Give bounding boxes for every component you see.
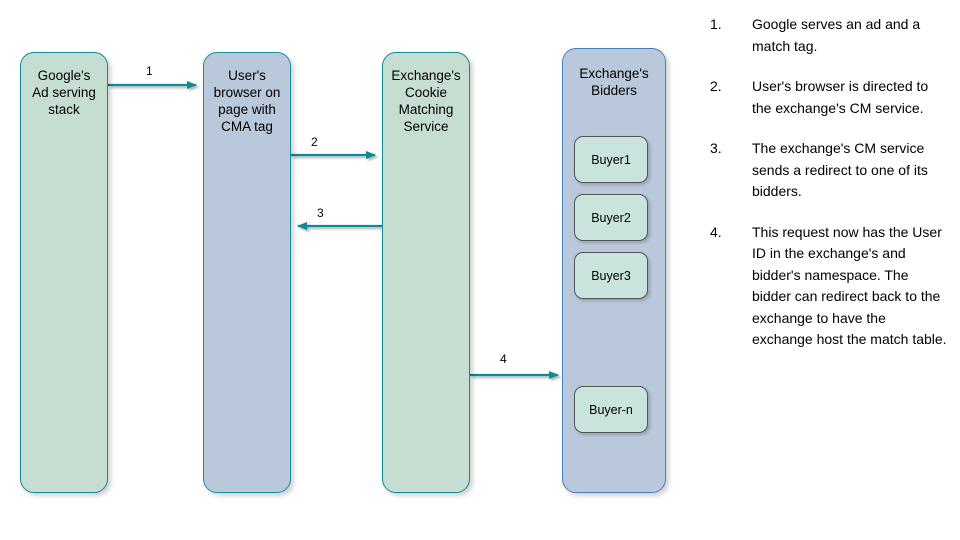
step-3-number: 3. <box>710 140 722 156</box>
step-4-number: 4. <box>710 223 722 240</box>
buyer-box-2[interactable]: Buyer2 <box>574 194 648 241</box>
buyer-2-label: Buyer2 <box>591 210 631 225</box>
node-browser-label: User's browser on page with CMA tag <box>213 68 281 134</box>
list-item: 2. User's browser is directed to the exc… <box>710 76 950 119</box>
step-1-number: 1. <box>710 16 722 32</box>
list-item: 1. Google serves an ad and a match tag. <box>710 14 950 57</box>
arrow-3-label: 3 <box>317 206 324 220</box>
steps-list: 1. Google serves an ad and a match tag. … <box>710 14 950 370</box>
list-item: 4. This request now has the User ID in t… <box>710 222 950 351</box>
buyer-1-label: Buyer1 <box>591 152 631 167</box>
node-user-browser[interactable]: User's browser on page with CMA tag <box>203 52 291 493</box>
arrow-1-label: 1 <box>146 64 153 78</box>
step-3-text: The exchange's CM service sends a redire… <box>752 140 928 199</box>
step-1-text: Google serves an ad and a match tag. <box>752 16 921 54</box>
buyer-box-n[interactable]: Buyer-n <box>574 386 648 433</box>
step-4-text: This request now has the User ID in the … <box>752 223 947 348</box>
step-2-text: User's browser is directed to the exchan… <box>752 78 929 116</box>
buyer-n-label: Buyer-n <box>589 402 633 417</box>
buyer-3-label: Buyer3 <box>591 268 631 283</box>
node-cms-label: Exchange's Cookie Matching Service <box>391 68 461 134</box>
step-2-number: 2. <box>710 78 722 94</box>
arrow-4-label: 4 <box>500 352 507 366</box>
node-exchange-cookie-matching-service[interactable]: Exchange's Cookie Matching Service <box>382 52 470 493</box>
buyer-box-3[interactable]: Buyer3 <box>574 252 648 299</box>
list-item: 3. The exchange's CM service sends a red… <box>710 138 950 203</box>
node-google-label: Google's Ad serving stack <box>32 68 96 117</box>
arrow-2-label: 2 <box>311 135 318 149</box>
buyer-box-1[interactable]: Buyer1 <box>574 136 648 183</box>
node-bidders-label: Exchange's Bidders <box>579 66 649 98</box>
node-google-ad-serving-stack[interactable]: Google's Ad serving stack <box>20 52 108 493</box>
